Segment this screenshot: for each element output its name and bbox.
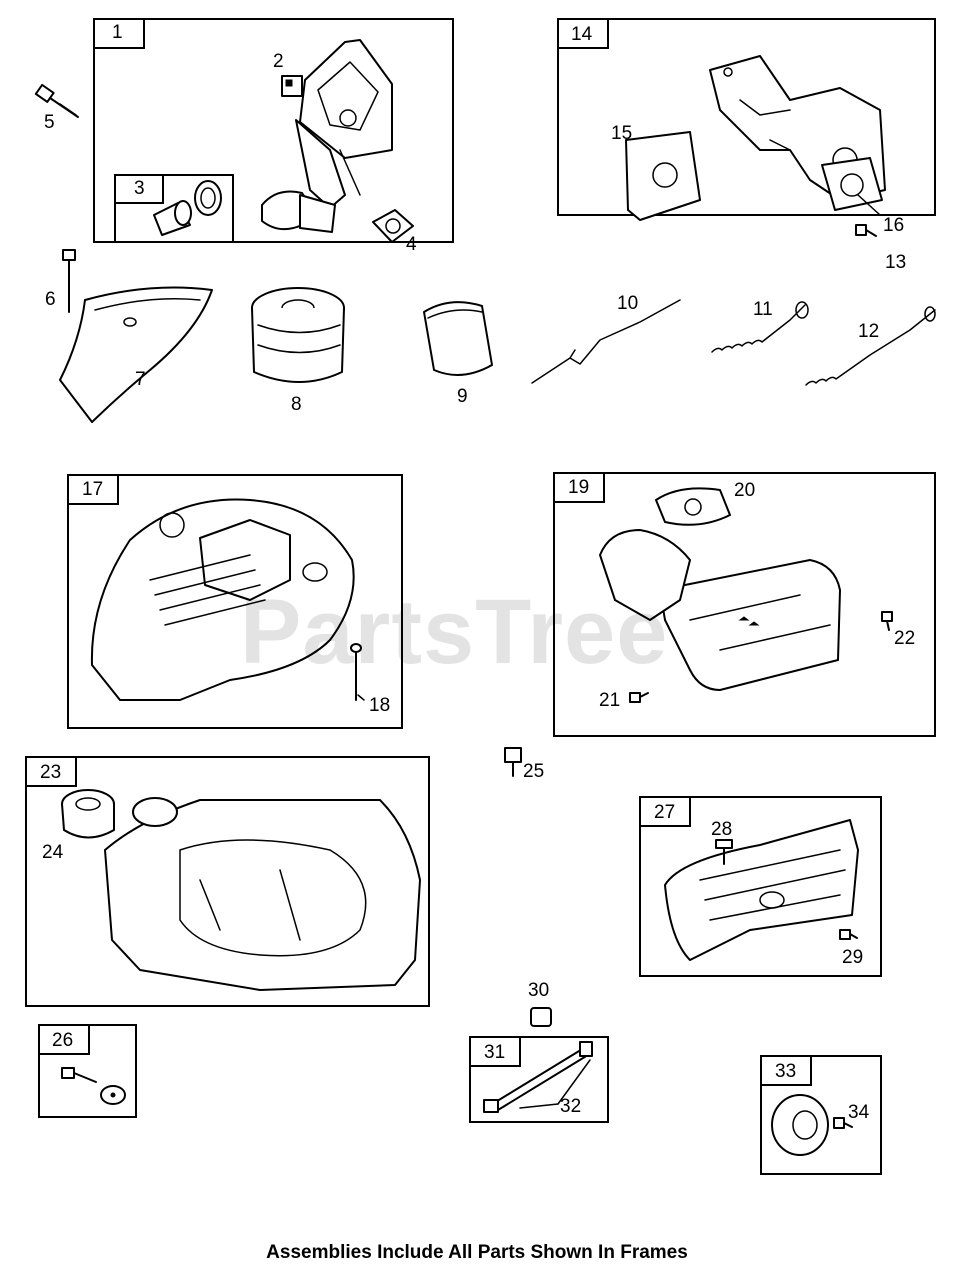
callout-26: 26 bbox=[52, 1030, 74, 1051]
callout-17: 17 bbox=[82, 479, 104, 500]
tag-box-23 bbox=[25, 756, 77, 787]
seal-part-3 bbox=[153, 180, 222, 236]
tag-box-19 bbox=[553, 472, 605, 503]
callout-14: 14 bbox=[571, 24, 593, 45]
callout-4: 4 bbox=[406, 234, 417, 255]
frame-assembly-31 bbox=[469, 1036, 609, 1123]
callout-31: 31 bbox=[484, 1042, 506, 1063]
callout-27: 27 bbox=[654, 802, 676, 823]
tag-box-33 bbox=[760, 1055, 812, 1086]
fuel-tank-part-23 bbox=[104, 797, 421, 991]
frame-assembly-27 bbox=[639, 796, 882, 977]
callout-18: 18 bbox=[369, 695, 391, 716]
gasket-part-15 bbox=[625, 131, 701, 221]
footer-note: Assemblies Include All Parts Shown In Fr… bbox=[266, 1242, 688, 1263]
callout-28: 28 bbox=[711, 819, 733, 840]
callout-3: 3 bbox=[134, 178, 145, 199]
bolt-washer-part-26 bbox=[61, 1067, 126, 1105]
callout-32: 32 bbox=[560, 1096, 582, 1117]
muffler-guard-part-27 bbox=[664, 819, 859, 961]
screw-part-22 bbox=[881, 611, 893, 631]
link-part-10 bbox=[531, 299, 681, 384]
callout-12: 12 bbox=[858, 321, 880, 342]
tag-box-17 bbox=[67, 474, 119, 505]
watermark-text: PartsTree bbox=[240, 581, 669, 683]
spring-part-12 bbox=[805, 306, 936, 386]
breather-part-2 bbox=[281, 75, 303, 97]
screw-part-28 bbox=[715, 839, 733, 865]
frame-assembly-3 bbox=[114, 174, 234, 243]
callout-25: 25 bbox=[523, 761, 545, 782]
air-cleaner-base-part bbox=[261, 39, 393, 233]
callout-22: 22 bbox=[894, 628, 916, 649]
frame-assembly-23 bbox=[25, 756, 430, 1007]
screw-part-13 bbox=[855, 224, 877, 237]
bolt-part-5 bbox=[34, 83, 79, 118]
callout-8: 8 bbox=[291, 394, 302, 415]
callout-30: 30 bbox=[528, 980, 550, 1001]
callout-5: 5 bbox=[44, 112, 55, 133]
tag-box-31 bbox=[469, 1036, 521, 1067]
gasket-part-4 bbox=[372, 209, 414, 243]
callout-16: 16 bbox=[883, 215, 905, 236]
tag-box-26 bbox=[38, 1024, 90, 1055]
callout-29: 29 bbox=[842, 947, 864, 968]
screw-part-34 bbox=[833, 1117, 853, 1129]
frame-assembly-14 bbox=[557, 18, 936, 216]
callout-11: 11 bbox=[753, 299, 773, 320]
callout-2: 2 bbox=[273, 51, 284, 72]
callout-7: 7 bbox=[135, 369, 146, 390]
screw-part-29 bbox=[839, 929, 858, 940]
spring-part-11 bbox=[711, 301, 809, 353]
blower-housing-part-17 bbox=[90, 498, 355, 701]
callout-6: 6 bbox=[45, 289, 56, 310]
fitting-part-25 bbox=[504, 747, 522, 777]
frame-assembly-33 bbox=[760, 1055, 882, 1175]
frame-assembly-17 bbox=[67, 474, 403, 729]
callout-19: 19 bbox=[568, 477, 590, 498]
callout-34: 34 bbox=[848, 1102, 870, 1123]
tag-box-14 bbox=[557, 18, 609, 49]
bolt-part-6 bbox=[62, 249, 76, 313]
frame-assembly-19 bbox=[553, 472, 936, 737]
screw-part-18 bbox=[350, 643, 362, 701]
air-filter-part-8 bbox=[251, 287, 345, 383]
callout-15: 15 bbox=[611, 123, 633, 144]
callout-23: 23 bbox=[40, 762, 62, 783]
tag-box-27 bbox=[639, 796, 691, 827]
tube-part-31 bbox=[483, 1041, 593, 1113]
callout-10: 10 bbox=[617, 293, 639, 314]
gasket-part-16 bbox=[821, 157, 883, 211]
callout-9: 9 bbox=[457, 386, 468, 407]
frame-assembly-1 bbox=[93, 18, 454, 243]
flange-part-33 bbox=[771, 1094, 829, 1156]
callout-33: 33 bbox=[775, 1061, 797, 1082]
muffler-part-19 bbox=[599, 529, 841, 691]
callout-21: 21 bbox=[599, 690, 621, 711]
screw-part-21 bbox=[629, 692, 649, 703]
tag-box-1 bbox=[93, 18, 145, 49]
spacer-part-30 bbox=[530, 1007, 552, 1027]
callout-24: 24 bbox=[42, 842, 64, 863]
gasket-part-20 bbox=[655, 487, 731, 526]
fuel-cap-part-24 bbox=[61, 789, 115, 839]
callout-1: 1 bbox=[112, 22, 123, 43]
tag-box-3 bbox=[114, 174, 164, 204]
cover-part-7 bbox=[59, 286, 213, 423]
callout-13: 13 bbox=[885, 252, 907, 273]
pre-filter-part-9 bbox=[423, 301, 493, 376]
callout-20: 20 bbox=[734, 480, 756, 501]
